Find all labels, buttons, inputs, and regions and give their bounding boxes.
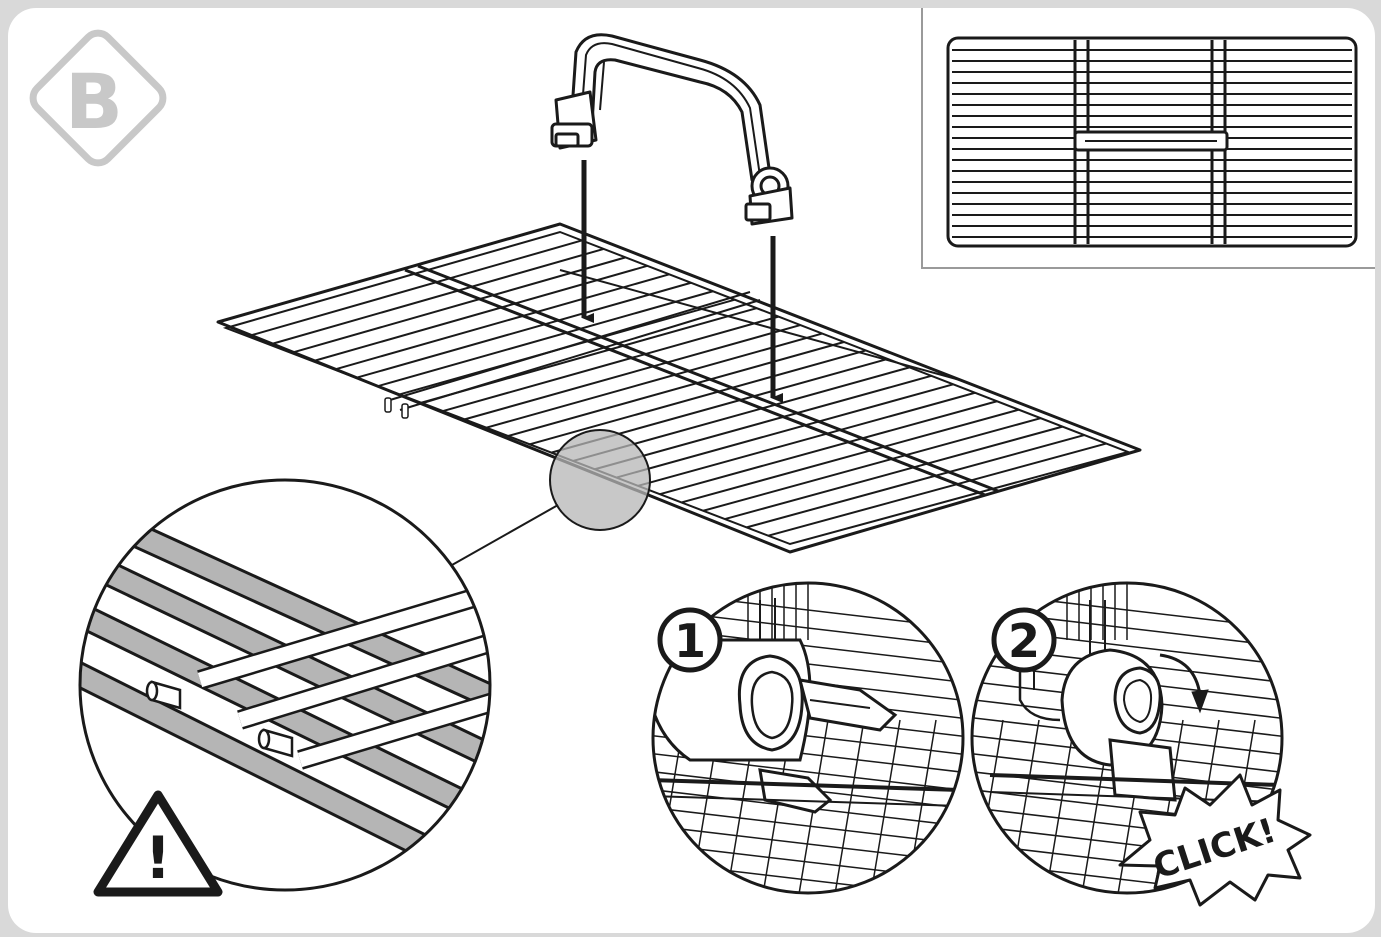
carry-handle — [550, 33, 794, 226]
step-1-number: 1 — [674, 614, 706, 668]
step-2-detail: 2 — [970, 581, 1284, 895]
step-2-marker: 2 — [991, 607, 1057, 673]
detail-highlight — [549, 429, 651, 531]
insert-arrows — [581, 160, 783, 403]
handle-clip-right — [744, 166, 794, 226]
warning-symbol: ! — [145, 824, 171, 892]
handle-clip-left — [550, 90, 598, 150]
detail-connector — [451, 504, 559, 566]
top-view-inset — [921, 8, 1375, 269]
step-1-marker: 1 — [657, 607, 723, 673]
step-badge: B — [29, 29, 167, 167]
warning-sign: ! — [93, 790, 223, 897]
wire-rack — [216, 222, 1142, 554]
step-2-number: 2 — [1008, 614, 1040, 668]
click-burst: CLICK! — [1118, 773, 1312, 907]
step-badge-letter: B — [65, 57, 123, 146]
step-1-detail: 1 — [651, 581, 965, 895]
zoom-detail — [78, 478, 492, 892]
